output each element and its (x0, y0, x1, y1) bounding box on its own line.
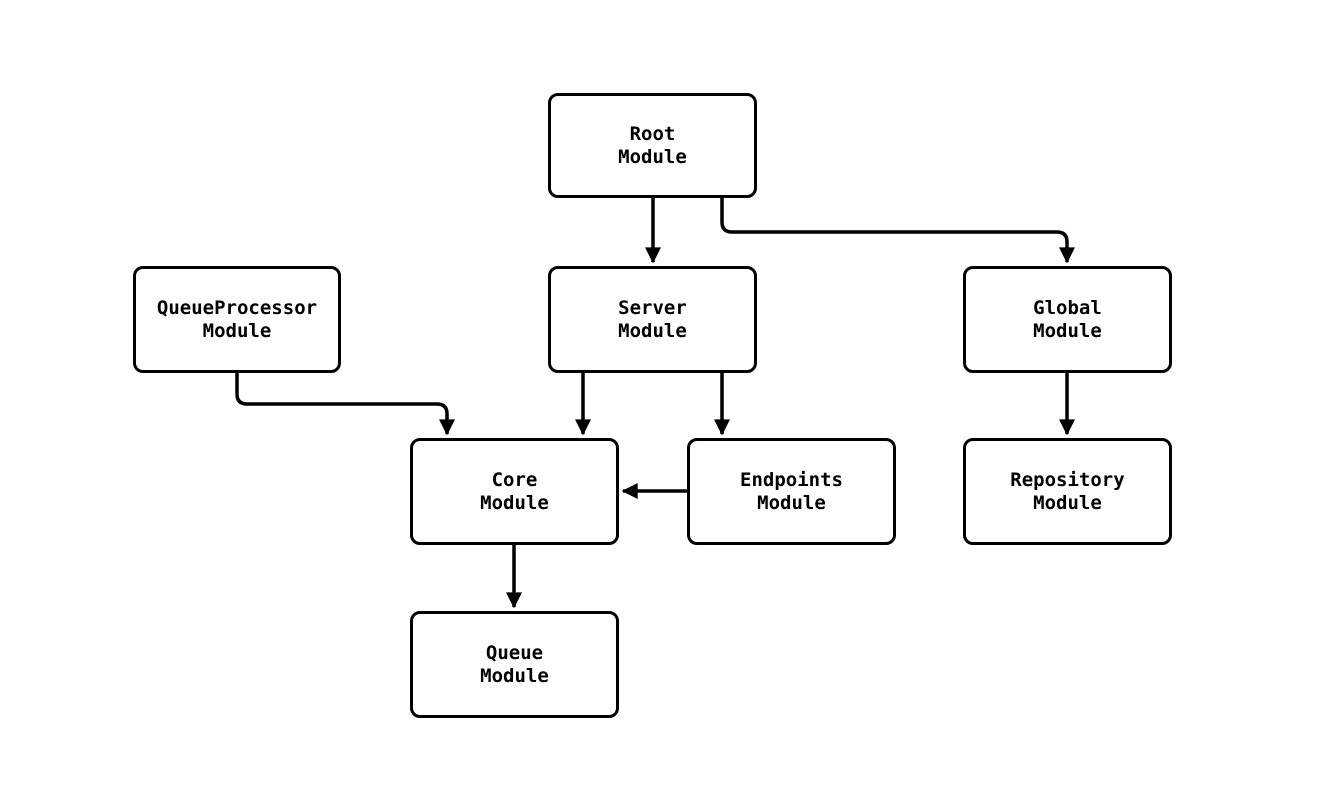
node-global: Global Module (963, 266, 1172, 373)
node-label-endpoints: Endpoints Module (740, 468, 843, 514)
node-core: Core Module (410, 438, 619, 545)
edge-queueprocessor-to-core (235, 373, 455, 436)
node-queue: Queue Module (410, 611, 619, 718)
node-root: Root Module (548, 93, 757, 198)
node-label-queueprocessor: QueueProcessor Module (156, 296, 318, 342)
node-label-global: Global Module (1033, 296, 1102, 342)
edges-group (235, 198, 1075, 609)
node-label-repository: Repository Module (1010, 468, 1125, 514)
node-label-root: Root Module (618, 122, 687, 168)
node-label-server: Server Module (618, 296, 687, 342)
node-label-core: Core Module (480, 468, 549, 514)
node-label-queue: Queue Module (480, 641, 549, 687)
node-endpoints: Endpoints Module (687, 438, 896, 545)
node-queueprocessor: QueueProcessor Module (133, 266, 341, 373)
edge-root-to-global (720, 198, 1075, 264)
node-repository: Repository Module (963, 438, 1172, 545)
node-server: Server Module (548, 266, 757, 373)
